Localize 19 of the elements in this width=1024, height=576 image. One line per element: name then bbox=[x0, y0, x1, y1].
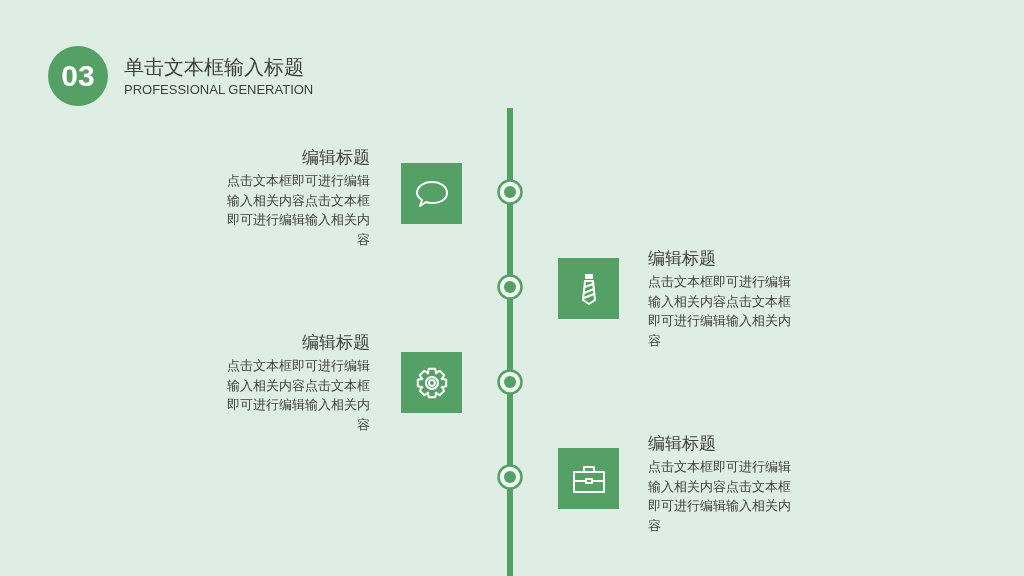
icon-tile bbox=[558, 258, 619, 319]
entry-heading: 编辑标题 bbox=[648, 433, 717, 455]
icon-tile bbox=[401, 163, 462, 224]
entry-text: 点击文本框即可进行编辑输入相关内容点击文本框即可进行编辑输入相关内容 bbox=[226, 172, 370, 249]
entry-heading: 编辑标题 bbox=[648, 248, 717, 270]
timeline-dot bbox=[497, 274, 523, 300]
entry-heading: 编辑标题 bbox=[301, 147, 370, 169]
icon-tile bbox=[558, 448, 619, 509]
entry-text: 点击文本框即可进行编辑输入相关内容点击文本框即可进行编辑输入相关内容 bbox=[226, 357, 370, 434]
slide-subtitle: PROFESSIONAL GENERATION bbox=[124, 82, 314, 97]
slide-title: 单击文本框输入标题 bbox=[124, 55, 304, 80]
timeline-dot bbox=[497, 179, 523, 205]
entry-text: 点击文本框即可进行编辑输入相关内容点击文本框即可进行编辑输入相关内容 bbox=[648, 273, 792, 350]
entry-heading: 编辑标题 bbox=[301, 332, 370, 354]
number-badge: 03 bbox=[48, 46, 108, 106]
entry-text: 点击文本框即可进行编辑输入相关内容点击文本框即可进行编辑输入相关内容 bbox=[648, 458, 792, 535]
timeline-dot bbox=[497, 464, 523, 490]
timeline-dot bbox=[497, 369, 523, 395]
icon-tile bbox=[401, 352, 462, 413]
